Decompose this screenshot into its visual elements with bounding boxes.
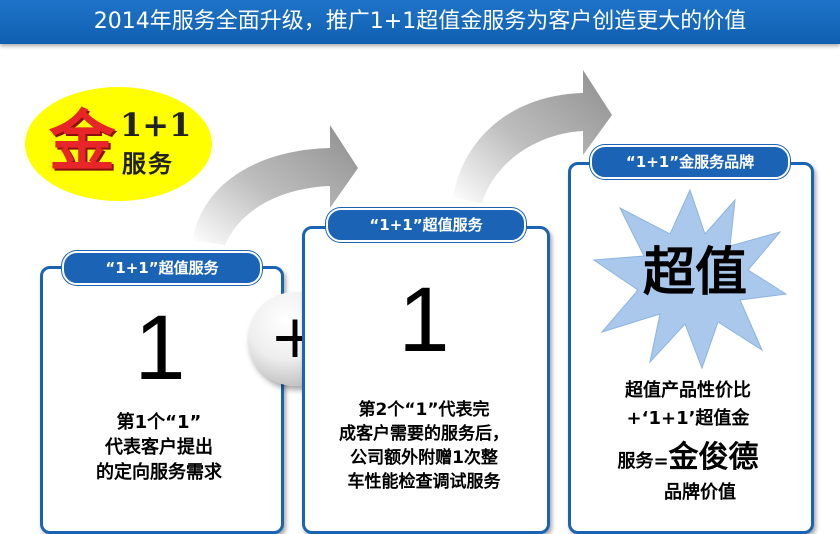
box1-description: 第1个“1” 代表客户提出 的定向服务需求 xyxy=(50,410,268,485)
logo-gold-character: 金 xyxy=(49,102,115,180)
box1-number: 1 xyxy=(134,297,186,399)
header-banner: 2014年服务全面升级，推广1+1超值金服务为客户创造更大的价值 xyxy=(0,0,840,44)
logo-one-plus-one: 1+1 xyxy=(120,106,192,144)
box1-desc-line-3: 的定向服务需求 xyxy=(96,462,222,483)
starburst-text: 超值 xyxy=(642,243,747,303)
box2-desc-line-2: 成客户需要的服务后， xyxy=(339,424,509,444)
box3-title-pill: “1+1”金服务品牌 xyxy=(590,145,790,179)
box2-desc-line-1: 第2个“1”代表完 xyxy=(358,400,490,420)
curved-arrow-1 xyxy=(193,125,358,245)
box1-desc-line-2: 代表客户提出 xyxy=(105,437,213,458)
box2-desc-line-3: 公司额外附赠1次整 xyxy=(350,448,498,468)
box2-title-pill: “1+1”超值服务 xyxy=(326,208,526,242)
brand-logo: 金 1+1 服务 xyxy=(25,87,212,201)
curved-arrow-2 xyxy=(453,70,612,203)
box2-description: 第2个“1”代表完 成客户需要的服务后， 公司额外附赠1次整 车性能检查调试服务 xyxy=(310,398,538,494)
logo-service-text: 服务 xyxy=(122,150,174,178)
starburst-icon xyxy=(592,188,788,370)
box3-line-2: +‘1+1’超值金 xyxy=(626,408,750,429)
box3-line-1: 超值产品性价比 xyxy=(625,380,751,401)
box3-line-4: 品牌价值 xyxy=(664,482,736,503)
box1-desc-line-1: 第1个“1” xyxy=(116,412,202,433)
brand-name: 金俊德 xyxy=(668,440,759,475)
box3-line-3: 服务=金俊德 xyxy=(578,440,798,480)
box3-line-3-prefix: 服务= xyxy=(617,451,669,472)
header-title: 2014年服务全面升级，推广1+1超值金服务为客户创造更大的价值 xyxy=(93,9,747,34)
box2-desc-line-4: 车性能检查调试服务 xyxy=(347,472,501,492)
box1-title-pill: “1+1”超值服务 xyxy=(62,251,262,285)
box2-number: 1 xyxy=(398,269,450,371)
